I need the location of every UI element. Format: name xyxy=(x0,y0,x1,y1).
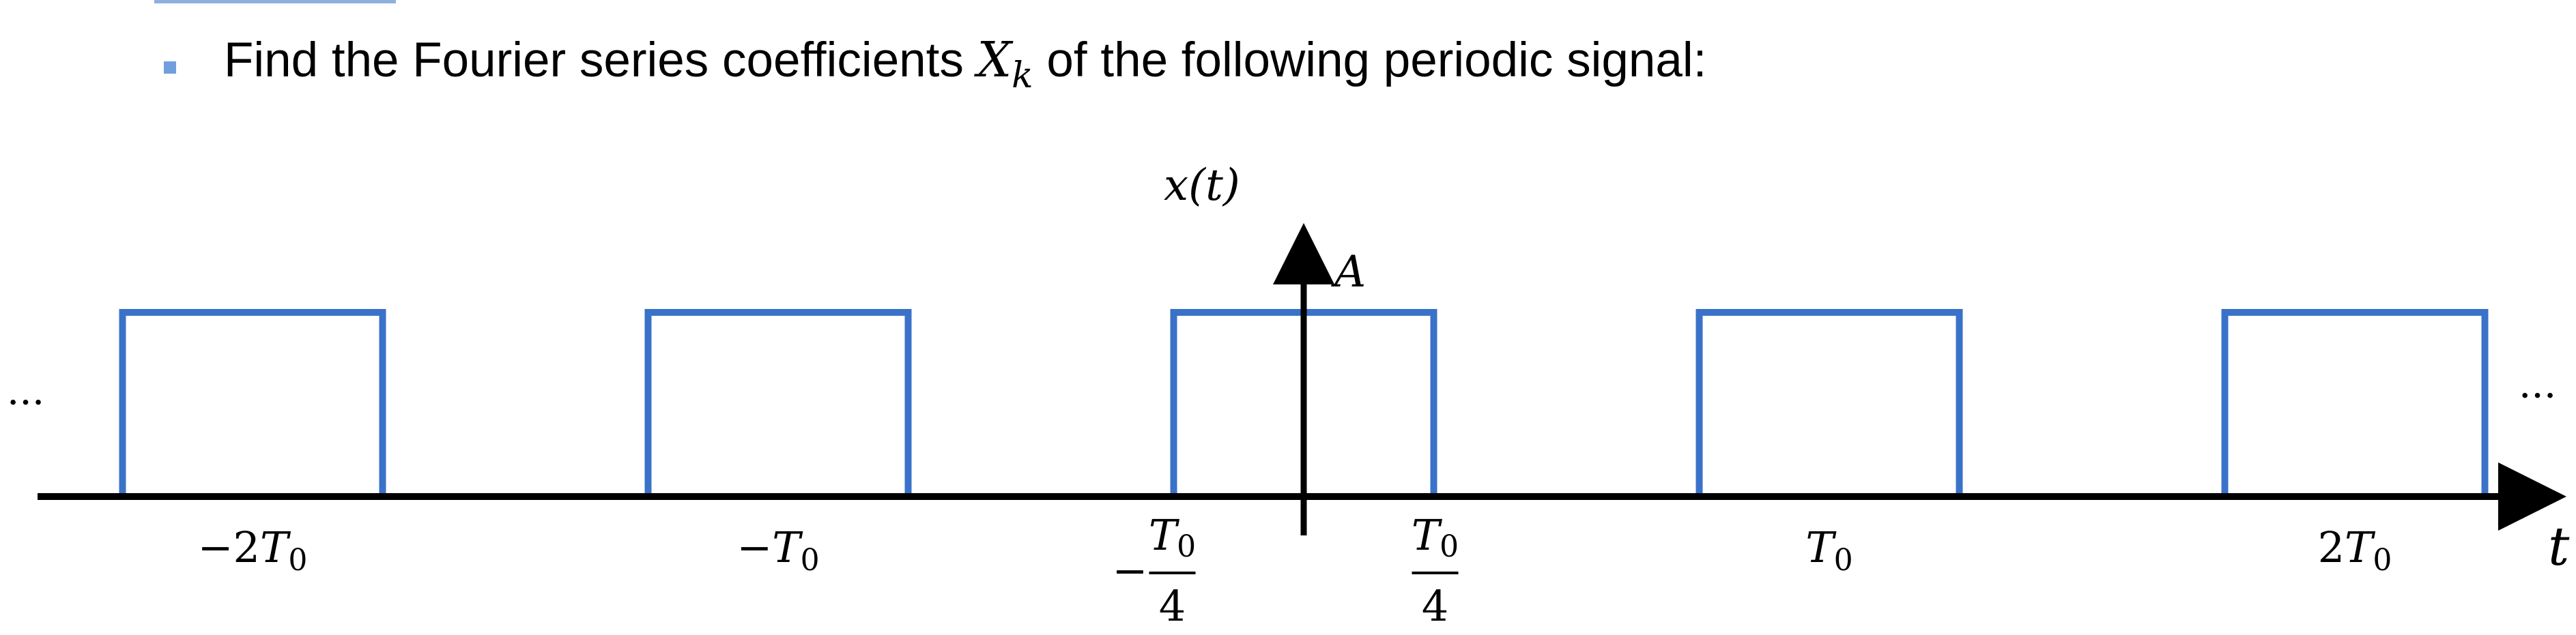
problem-statement: Find the Fourier series coefficients Xk … xyxy=(164,35,1706,93)
problem-text-before: Find the Fourier series coefficients xyxy=(224,33,977,87)
x-axis-label: t xyxy=(2548,516,2570,578)
pulse-3 xyxy=(1695,309,1963,497)
pulse-0 xyxy=(119,309,386,497)
pulse-4 xyxy=(2221,309,2489,497)
y-axis-label: x(t) xyxy=(1164,160,1240,211)
tick-numerator: T0 xyxy=(1412,510,1459,564)
continuation-left: ··· xyxy=(7,379,44,426)
tick-label-5: 2T0 xyxy=(2318,522,2392,578)
tick-label-3: T04 xyxy=(1412,510,1459,631)
amplitude-label: A xyxy=(1331,247,1366,297)
bullet-marker-icon xyxy=(164,61,176,74)
pulse-1 xyxy=(644,309,912,497)
tick-label-4: T0 xyxy=(1805,522,1852,578)
tick-denominator: 4 xyxy=(1422,581,1448,631)
tick-denominator: 4 xyxy=(1159,581,1186,631)
tick-label-0: −2T0 xyxy=(198,522,308,578)
continuation-right: ··· xyxy=(2519,372,2556,419)
tick-label-1: −T0 xyxy=(736,522,819,578)
problem-text: Find the Fourier series coefficients Xk … xyxy=(224,35,1706,93)
coefficient-symbol: X xyxy=(977,31,1012,88)
problem-text-after: of the following periodic signal: xyxy=(1033,33,1707,87)
coefficient-subscript: k xyxy=(1012,55,1033,96)
header-rule xyxy=(154,0,396,3)
tick-label-2: T0 4− xyxy=(1113,510,1197,631)
tick-numerator: T0 xyxy=(1149,510,1196,564)
tick-sign: − xyxy=(1113,546,1148,595)
